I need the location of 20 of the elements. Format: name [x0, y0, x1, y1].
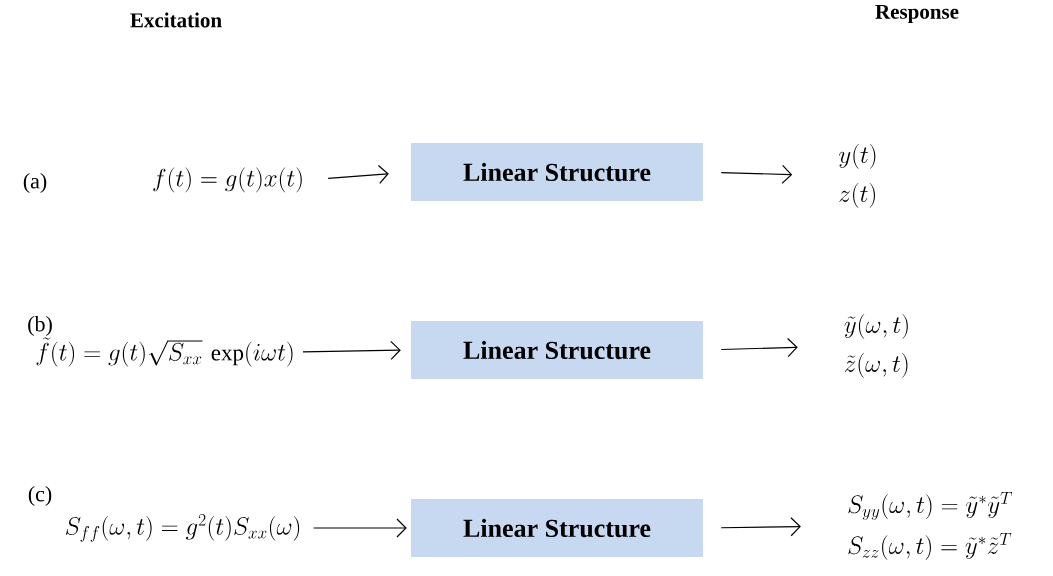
row-label: (c): [28, 486, 52, 506]
formula: $S_{ff}(\omega,t) = g^{2}(t)S_{xx}(\omega)$: [65, 514, 300, 542]
process-box: Linear Structure: [411, 143, 703, 201]
formula: $f(t) = g(t)x(t)$: [153, 167, 302, 193]
arrow: [313, 518, 407, 538]
arrow: [302, 340, 401, 360]
row-label: (a): [23, 173, 47, 193]
row-label: (b): [28, 316, 52, 336]
formula: $\tilde{y}(\omega,t)$ $\tilde{z}(\omega,t)$: [844, 314, 908, 378]
arrow: [720, 164, 793, 184]
formula: $\tilde{f}(t) = g(t)\sqrt{S_{xx}}\,\exp(i\omega t)$: [36, 337, 293, 367]
formula: $S_{yy}(\omega,t) = \tilde{y}^{*}\tilde{y}^{T}$ $S_{zz}(\omega,t) = \tilde{y}^{*}\tilde{z}^{T}$: [848, 492, 1013, 560]
arrow: [327, 164, 389, 184]
arrow: [720, 517, 801, 537]
arrow: [720, 337, 798, 358]
column-heading: Excitation: [130, 12, 222, 28]
formula: $y(t)$ $z(t)$: [839, 144, 876, 208]
column-heading: Response: [875, 4, 959, 24]
process-box: Linear Structure: [411, 321, 703, 379]
process-box: Linear Structure: [411, 499, 703, 557]
